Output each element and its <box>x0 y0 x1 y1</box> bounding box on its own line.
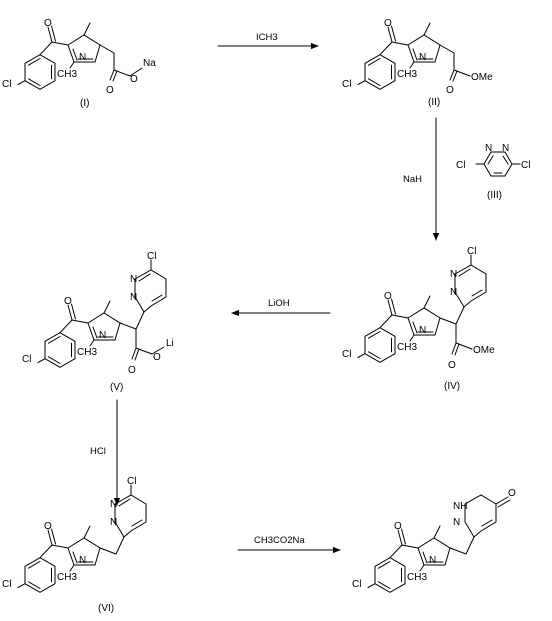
reagent-III: N N Cl Cl (III) <box>456 143 530 201</box>
oxide-label: O <box>153 352 161 363</box>
chlorine-label: Cl <box>456 160 465 171</box>
methoxy-label: OMe <box>473 345 495 356</box>
chlorine-label: Cl <box>2 579 11 590</box>
nitrogen-label: N <box>110 517 117 528</box>
compound-II: Cl O N CH3 O OMe (II) <box>342 18 493 108</box>
carbonyl-oxygen: O <box>394 521 402 532</box>
nitrogen-label: N <box>79 555 86 566</box>
compound-VII: Cl O N CH3 NH N O <box>352 488 516 593</box>
nitrogen-label: N <box>110 499 117 510</box>
chlorine-label: Cl <box>22 354 31 365</box>
nitrogen-label: N <box>419 52 426 63</box>
nitrogen-label: N <box>130 292 137 303</box>
arrow-acidification: HCl <box>90 399 121 506</box>
caption-III: (III) <box>487 190 502 201</box>
chlorine-label: Cl <box>147 251 156 262</box>
reagent-label: HCl <box>90 446 106 457</box>
caption-IV: (IV) <box>444 381 460 392</box>
reagent-label: ICH3 <box>256 32 278 43</box>
nitrogen-label: N <box>99 330 106 341</box>
amide-nh-label: NH <box>453 501 467 512</box>
methyl-label: CH3 <box>57 572 77 583</box>
arrow-methylation: ICH3 <box>217 32 319 50</box>
oxide-label: O <box>130 74 138 85</box>
nitrogen-label: N <box>450 269 457 280</box>
carbonyl-oxygen: O <box>384 18 392 29</box>
ester-oxygen: O <box>128 365 136 376</box>
methoxy-label: OMe <box>471 72 493 83</box>
nitrogen-label: N <box>419 325 426 336</box>
reagent-label: LiOH <box>268 298 290 309</box>
methyl-label: CH3 <box>57 69 77 80</box>
nitrogen-label: N <box>450 287 457 298</box>
ester-oxygen: O <box>446 85 454 96</box>
nitrogen-label: N <box>79 52 86 63</box>
chlorine-label: Cl <box>342 79 351 90</box>
caption-I: (I) <box>80 98 89 109</box>
nitrogen-label: N <box>502 143 509 154</box>
compound-V: Cl O N CH3 O O Li N N Cl (V) <box>22 251 174 393</box>
caption-VI: (VI) <box>98 603 114 614</box>
compound-VI: Cl O N CH3 N N Cl (VI) <box>2 476 147 614</box>
carbonyl-oxygen: O <box>64 296 72 307</box>
caption-V: (V) <box>110 382 123 393</box>
compound-I: Cl O N CH3 O O Na (I) <box>2 18 156 109</box>
nitrogen-label: N <box>429 555 436 566</box>
nitrogen-label: N <box>130 274 137 285</box>
carbonyl-oxygen: O <box>384 291 392 302</box>
arrow-alkylation: NaH <box>403 117 440 241</box>
pyridazinone-oxygen: O <box>508 488 516 499</box>
carbonyl-oxygen: O <box>44 18 52 29</box>
reagent-label: CH3CO2Na <box>254 535 305 546</box>
lithium-label: Li <box>166 338 174 349</box>
methyl-label: CH3 <box>397 69 417 80</box>
chlorine-label: Cl <box>352 579 361 590</box>
methyl-label: CH3 <box>77 347 97 358</box>
arrow-hydrolysis-acetate: CH3CO2Na <box>237 535 341 554</box>
nitrogen-label: N <box>485 143 492 154</box>
reagent-label: NaH <box>403 174 422 185</box>
chlorine-label: Cl <box>467 246 476 257</box>
sodium-label: Na <box>143 58 156 69</box>
chlorine-label: Cl <box>521 160 530 171</box>
nitrogen-label: N <box>453 517 460 528</box>
ester-oxygen: O <box>448 360 456 371</box>
methyl-label: CH3 <box>407 572 427 583</box>
ester-oxygen: O <box>106 85 114 96</box>
arrow-hydrolysis: LiOH <box>231 298 331 317</box>
compound-IV: Cl O N CH3 O OMe N N Cl (IV) <box>342 246 495 392</box>
chlorine-label: Cl <box>2 79 11 90</box>
carbonyl-oxygen: O <box>44 521 52 532</box>
chlorine-label: Cl <box>342 349 351 360</box>
methyl-label: CH3 <box>397 342 417 353</box>
caption-II: (II) <box>428 97 440 108</box>
chlorine-label: Cl <box>127 476 136 487</box>
